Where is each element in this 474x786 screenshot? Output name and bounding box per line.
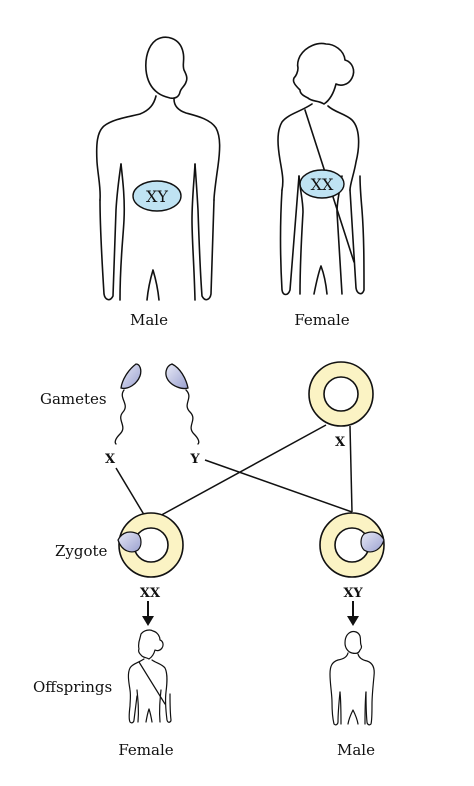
zygote-left-icon xyxy=(117,512,184,578)
zygote-left-chromosomes: XX xyxy=(140,586,161,601)
offspring-female-label: Female xyxy=(118,741,173,759)
sperm-x-label: X xyxy=(105,452,116,467)
offspring-male-label: Male xyxy=(337,741,375,759)
zygote-right-chromosomes: XY xyxy=(343,586,363,601)
zygote-label: Zygote xyxy=(55,542,108,560)
zygote-right-icon xyxy=(319,512,385,578)
female-parent-figure xyxy=(277,42,365,296)
female-nucleus: XX xyxy=(299,169,345,199)
male-nucleus: XY xyxy=(132,180,182,212)
arrow-down-right-icon xyxy=(347,601,359,626)
arrow-down-left-icon xyxy=(142,601,154,626)
offsprings-label: Offsprings xyxy=(33,678,112,696)
egg-x-label: X xyxy=(335,435,346,450)
offspring-female-figure xyxy=(127,629,172,724)
male-chromosomes: XY xyxy=(146,187,168,206)
egg-icon xyxy=(308,361,374,427)
male-parent-label: Male xyxy=(130,311,168,329)
offspring-male-figure xyxy=(329,630,375,726)
sperm-y-label: Y xyxy=(189,452,200,467)
female-parent-label: Female xyxy=(294,311,349,329)
fertilization-lines xyxy=(115,424,353,519)
gametes-label: Gametes xyxy=(40,390,107,408)
sperm-y-icon xyxy=(165,363,200,445)
female-chromosomes: XX xyxy=(311,175,334,194)
male-parent-figure xyxy=(95,36,221,301)
sperm-x-icon xyxy=(114,363,142,445)
